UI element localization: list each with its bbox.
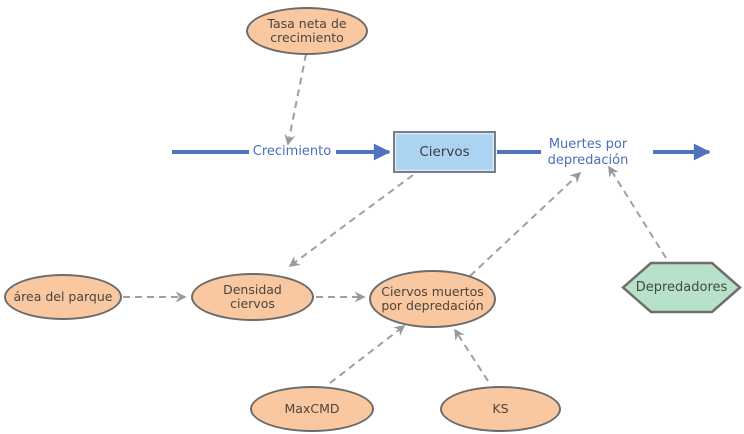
flow-label-muertes-por-depredacion[interactable]: Muertes por depredación xyxy=(547,137,629,168)
link-tasa-to-crecimiento xyxy=(284,53,307,146)
node-label: Tasa neta de crecimiento xyxy=(267,15,347,45)
link-maxcmd-to-ciervosmuertos xyxy=(329,324,406,384)
node-maxcmd[interactable]: MaxCMD xyxy=(250,386,374,432)
hexagon-shape xyxy=(621,261,742,314)
node-stock-ciervos[interactable]: Ciervos xyxy=(393,131,496,173)
flow-label-crecimiento[interactable]: Crecimiento xyxy=(252,144,332,159)
node-densidad-ciervos[interactable]: Densidad ciervos xyxy=(191,273,314,321)
link-ciervosmuertos-to-muertes xyxy=(469,171,582,277)
node-label: Densidad ciervos xyxy=(223,281,282,311)
node-tasa-neta-de-crecimiento[interactable]: Tasa neta de crecimiento xyxy=(246,7,368,55)
node-label: Depredadores xyxy=(635,280,728,295)
stock-label: Ciervos xyxy=(419,144,470,160)
node-depredadores[interactable]: Depredadores xyxy=(621,261,742,314)
node-area-del-parque[interactable]: área del parque xyxy=(4,274,122,320)
node-ciervos-muertos-por-depredacion[interactable]: Ciervos muertos por depredación xyxy=(369,270,496,328)
node-label: KS xyxy=(492,400,509,416)
node-label: MaxCMD xyxy=(284,400,340,416)
node-ks[interactable]: KS xyxy=(440,386,561,432)
link-ks-to-ciervosmuertos xyxy=(454,328,489,382)
node-label: Ciervos muertos por depredación xyxy=(381,283,484,313)
link-depredadores-to-muertes xyxy=(608,165,667,259)
node-label: área del parque xyxy=(13,288,113,304)
link-ciervos-to-densidad xyxy=(288,174,414,267)
